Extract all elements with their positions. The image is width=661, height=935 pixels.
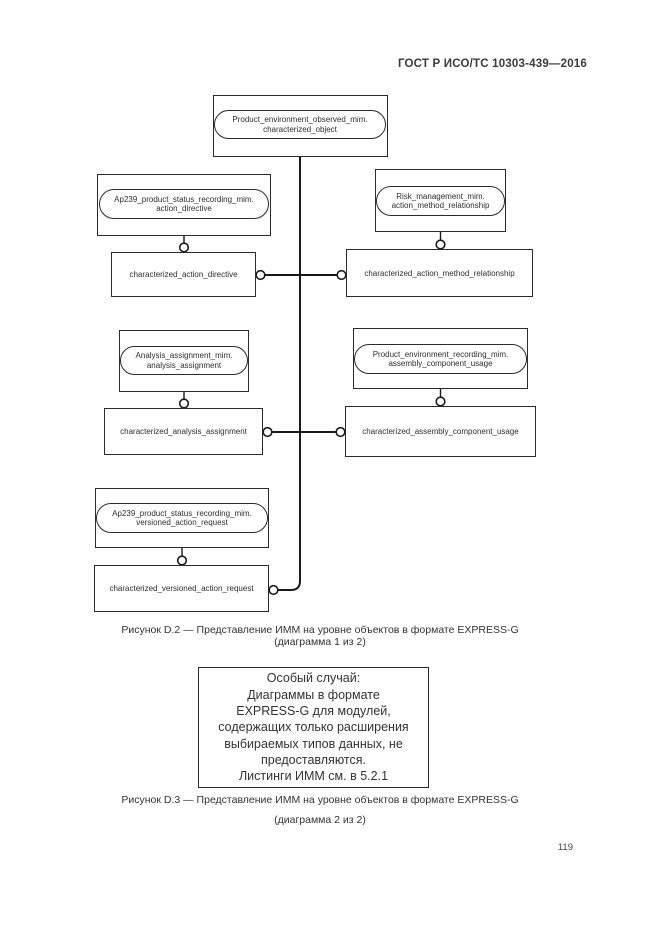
node-char-assembly-component-usage: characterized_assembly_component_usage xyxy=(345,406,536,457)
special-case-box: Особый случай: Диаграммы в формате EXPRE… xyxy=(198,667,429,788)
node-ap239-versioned-line2: versioned_action_request xyxy=(136,518,228,527)
figure-d3-caption-line1: Рисунок D.3 — Представление ИММ на уровн… xyxy=(121,794,519,806)
trunk-line xyxy=(278,157,301,591)
page-number: 119 xyxy=(557,842,573,853)
node-risk-mgmt-line1: Risk_management_mim. xyxy=(396,191,485,201)
node-ap239-action-line1: Ap239_product_status_recording_mim. xyxy=(114,194,254,204)
page-ref-circle xyxy=(336,269,347,281)
special-case-line1: Особый случай: xyxy=(266,671,361,686)
node-risk-mgmt-line2: action_method_relationship xyxy=(391,201,490,210)
page-ref-circle xyxy=(178,398,190,409)
node-char-analysis-assignment: characterized_analysis_assignment xyxy=(104,408,263,455)
figure-d2-caption-line2: (диаграмма 1 из 2) xyxy=(274,636,366,648)
node-char-action-directive: characterized_action_directive xyxy=(111,252,256,297)
special-case-line3: EXPRESS-G для модулей, xyxy=(236,704,391,719)
node-analysis-assignment-stadium: Analysis_assignment_mim. analysis_assign… xyxy=(120,346,248,375)
node-ap239-action-stadium: Ap239_product_status_recording_mim. acti… xyxy=(99,189,269,219)
node-ap239-action-line2: action_directive xyxy=(156,204,212,213)
node-root-stadium: Product_environment_observed_mim. charac… xyxy=(214,110,386,139)
node-char-action-method-relationship: characterized_action_method_relationship xyxy=(346,249,533,297)
node-product-env-recording-line1: Product_environment_recording_mim. xyxy=(372,349,509,359)
node-ap239-versioned-line1: Ap239_product_status_recording_mim. xyxy=(112,508,252,518)
page-ref-circle xyxy=(435,239,446,250)
page-ref-circle xyxy=(178,242,190,253)
node-product-env-recording-line2: assembly_component_usage xyxy=(388,359,493,368)
figure-d2-caption-line1: Рисунок D.2 — Представление ИММ на уровн… xyxy=(121,624,519,636)
page-ref-circle xyxy=(335,426,346,438)
special-case-line2: Диаграммы в формате xyxy=(247,687,380,702)
page-ref-circle xyxy=(262,426,273,438)
node-root-line1: Product_environment_observed_mim. xyxy=(232,115,368,124)
special-case-line4: содержащих только расширения xyxy=(218,720,409,735)
node-product-env-recording-stadium: Product_environment_recording_mim. assem… xyxy=(354,344,527,374)
node-analysis-assignment-line2: analysis_assignment xyxy=(146,360,222,370)
node-char-versioned-action-request: characterized_versioned_action_request xyxy=(94,565,269,612)
node-risk-mgmt-stadium: Risk_management_mim. action_method_relat… xyxy=(376,186,505,216)
document-header: ГОСТ Р ИСО/ТС 10303-439—2016 xyxy=(397,58,587,70)
page-ref-circle xyxy=(176,555,188,566)
page-ref-circle xyxy=(255,269,266,281)
special-case-line6: предоставляются. xyxy=(260,752,367,767)
page-ref-circle xyxy=(435,396,446,407)
special-case-line5: выбираемых типов данных, не xyxy=(224,736,403,751)
figure-d3-caption-line2: (диаграмма 2 из 2) xyxy=(274,814,366,826)
node-root-line2: characterized_object xyxy=(263,124,337,134)
special-case-line7: Листинги ИММ см. в 5.2.1 xyxy=(238,769,389,784)
node-ap239-versioned-stadium: Ap239_product_status_recording_mim. vers… xyxy=(96,503,268,533)
page-ref-circle xyxy=(268,584,279,596)
node-analysis-assignment-line1: Analysis_assignment_mim. xyxy=(135,351,233,360)
